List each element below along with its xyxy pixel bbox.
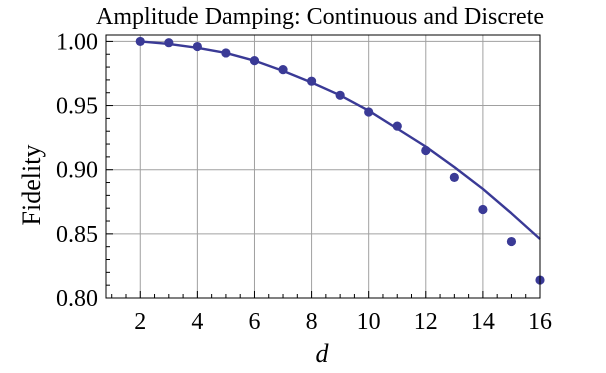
x-tick-label: 6 — [248, 309, 260, 335]
data-point — [421, 145, 431, 156]
x-tick-label: 10 — [357, 309, 381, 335]
data-point — [335, 90, 345, 100]
data-point — [164, 38, 174, 48]
x-tick-label: 8 — [306, 309, 318, 335]
y-axis-ticks: 0.80 0.85 0.90 0.95 1.00 — [56, 29, 113, 312]
data-point — [192, 41, 202, 52]
y-axis-label: Fidelity — [17, 145, 46, 226]
data-point — [449, 172, 459, 183]
x-tick-label: 12 — [414, 309, 438, 335]
plot-border — [105, 34, 541, 299]
y-tick-label: 0.85 — [56, 222, 98, 248]
plot-frame — [105, 34, 541, 299]
x-axis-ticks: 2 4 6 8 10 12 14 16 — [111, 291, 552, 335]
x-tick-label: 4 — [191, 309, 203, 335]
data-point — [478, 204, 488, 215]
x-tick-label: 2 — [134, 309, 146, 335]
x-axis-label: d — [316, 339, 330, 368]
data-point — [278, 65, 288, 75]
data-point — [221, 48, 231, 58]
data-point — [364, 107, 374, 117]
data-point — [392, 121, 402, 131]
points-layer — [135, 36, 545, 285]
data-point — [306, 76, 317, 86]
data-point — [249, 56, 260, 66]
data-point — [135, 36, 145, 47]
chart-title: Amplitude Damping: Continuous and Discre… — [96, 4, 544, 30]
grid-layer — [106, 35, 541, 299]
x-tick-label: 14 — [471, 309, 495, 335]
y-tick-label: 0.90 — [56, 158, 98, 184]
y-tick-label: 1.00 — [56, 29, 98, 55]
y-tick-label: 0.80 — [56, 286, 98, 312]
y-tick-label: 0.95 — [56, 94, 98, 120]
data-point — [506, 236, 517, 247]
x-tick-label: 16 — [528, 309, 552, 335]
